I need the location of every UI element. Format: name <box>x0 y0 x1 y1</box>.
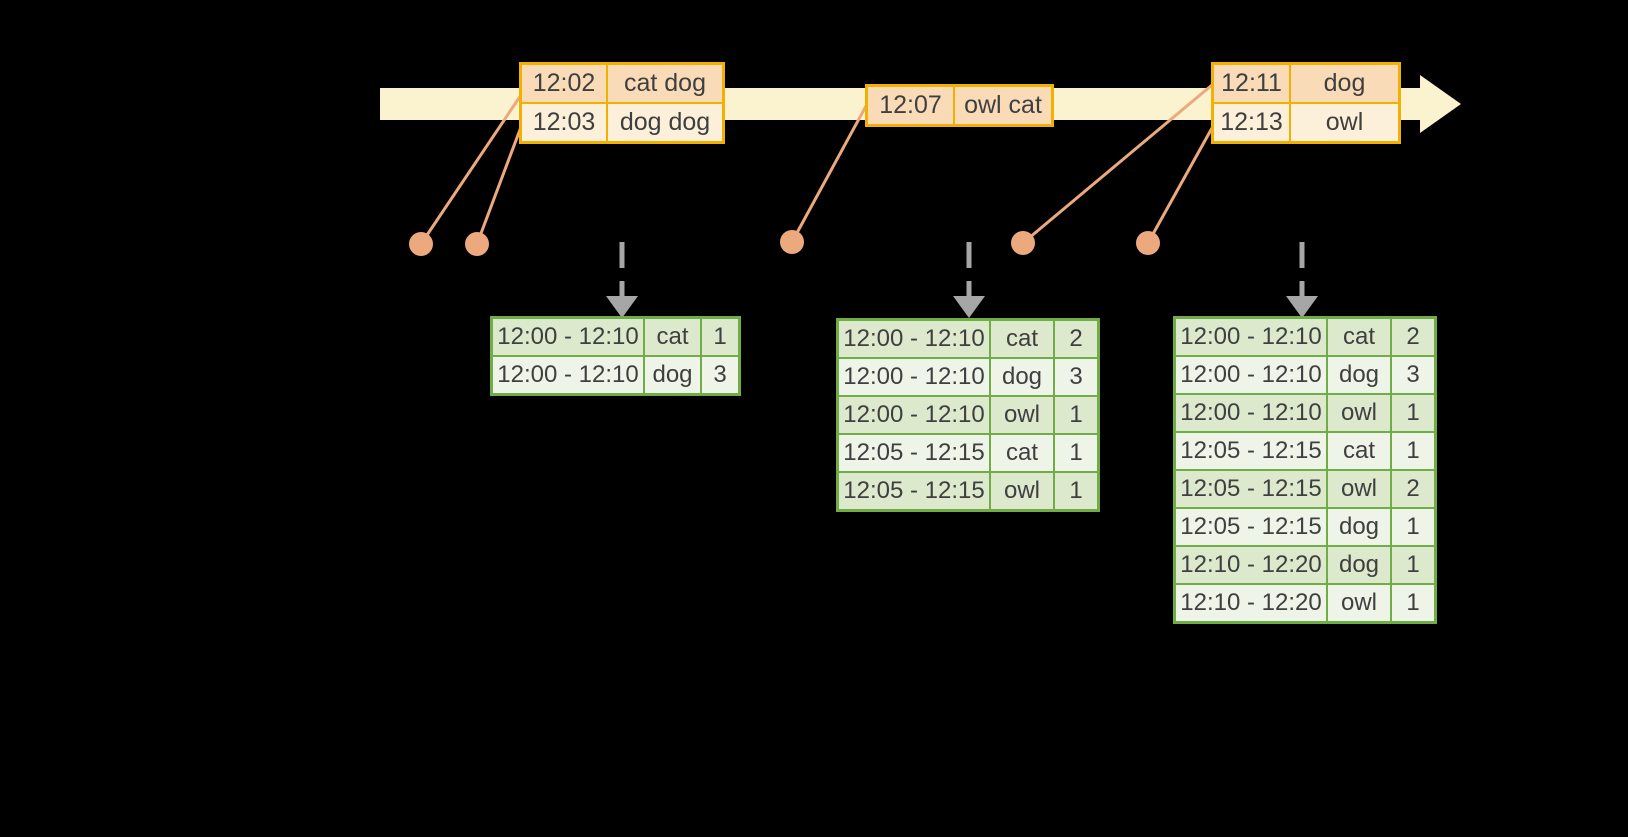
result-window: 12:10 - 12:20 <box>1176 547 1326 583</box>
event-words: dog dog <box>608 104 722 141</box>
result-window: 12:05 - 12:15 <box>839 435 989 471</box>
result-table-1: 12:00 - 12:10 cat 1 12:00 - 12:10 dog 3 <box>490 316 741 396</box>
event-connector-line <box>790 105 868 243</box>
result-word: dog <box>991 359 1053 395</box>
result-count: 1 <box>1392 395 1434 431</box>
event-time: 12:07 <box>868 87 953 124</box>
event-row: 12:03 dog dog <box>522 104 722 141</box>
result-count: 2 <box>1392 319 1434 355</box>
result-count: 1 <box>702 319 738 355</box>
trigger-arrow-head-icon <box>606 296 638 318</box>
result-window: 12:00 - 12:10 <box>493 357 643 393</box>
result-word: cat <box>991 321 1053 357</box>
result-window: 12:05 - 12:15 <box>1176 509 1326 545</box>
result-window: 12:05 - 12:15 <box>839 473 989 509</box>
result-row: 12:05 - 12:15 cat 1 <box>839 435 1097 471</box>
event-dot <box>780 230 804 254</box>
result-count: 1 <box>1055 435 1097 471</box>
event-connector-line <box>1022 83 1213 245</box>
result-word: dog <box>1328 509 1390 545</box>
event-connector-line <box>475 126 523 245</box>
event-words: dog <box>1291 65 1398 102</box>
result-word: dog <box>1328 547 1390 583</box>
result-count: 1 <box>1055 473 1097 509</box>
result-word: owl <box>991 473 1053 509</box>
result-row: 12:00 - 12:10 dog 3 <box>1176 357 1434 393</box>
result-count: 1 <box>1392 585 1434 621</box>
trigger-arrow-head-icon <box>953 296 985 318</box>
result-row: 12:05 - 12:15 owl 2 <box>1176 471 1434 507</box>
result-count: 1 <box>1392 547 1434 583</box>
result-word: dog <box>645 357 700 393</box>
result-row: 12:10 - 12:20 dog 1 <box>1176 547 1434 583</box>
event-table-1207: 12:07 owl cat <box>865 84 1054 127</box>
result-window: 12:05 - 12:15 <box>1176 471 1326 507</box>
result-row: 12:00 - 12:10 cat 1 <box>493 319 738 355</box>
result-word: owl <box>1328 585 1390 621</box>
result-count: 1 <box>1055 397 1097 433</box>
result-row: 12:00 - 12:10 dog 3 <box>839 359 1097 395</box>
event-words: owl cat <box>955 87 1051 124</box>
result-row: 12:05 - 12:15 owl 1 <box>839 473 1097 509</box>
result-row: 12:05 - 12:15 cat 1 <box>1176 433 1434 469</box>
result-window: 12:00 - 12:10 <box>839 359 989 395</box>
result-table-2: 12:00 - 12:10 cat 2 12:00 - 12:10 dog 3 … <box>836 318 1100 512</box>
result-window: 12:10 - 12:20 <box>1176 585 1326 621</box>
result-word: owl <box>991 397 1053 433</box>
result-window: 12:00 - 12:10 <box>839 321 989 357</box>
timeline-arrowhead-icon <box>1420 75 1461 133</box>
result-count: 2 <box>1392 471 1434 507</box>
result-word: cat <box>645 319 700 355</box>
event-table-1211: 12:11 dog 12:13 owl <box>1211 62 1401 144</box>
result-row: 12:00 - 12:10 cat 2 <box>1176 319 1434 355</box>
event-time: 12:11 <box>1214 65 1289 102</box>
event-dot <box>465 232 489 256</box>
event-dot <box>1011 231 1035 255</box>
result-row: 12:10 - 12:20 owl 1 <box>1176 585 1434 621</box>
event-time: 12:02 <box>522 65 606 102</box>
event-words: cat dog <box>608 65 722 102</box>
event-row: 12:02 cat dog <box>522 65 722 102</box>
result-row: 12:00 - 12:10 owl 1 <box>1176 395 1434 431</box>
result-window: 12:00 - 12:10 <box>1176 357 1326 393</box>
result-row: 12:05 - 12:15 dog 1 <box>1176 509 1434 545</box>
result-row: 12:00 - 12:10 dog 3 <box>493 357 738 393</box>
event-table-1202: 12:02 cat dog 12:03 dog dog <box>519 62 725 144</box>
result-word: dog <box>1328 357 1390 393</box>
result-word: cat <box>1328 319 1390 355</box>
result-count: 1 <box>1392 509 1434 545</box>
event-row: 12:13 owl <box>1214 104 1398 141</box>
result-window: 12:05 - 12:15 <box>1176 433 1326 469</box>
result-word: owl <box>1328 395 1390 431</box>
event-row: 12:07 owl cat <box>868 87 1051 124</box>
result-table-3: 12:00 - 12:10 cat 2 12:00 - 12:10 dog 3 … <box>1173 316 1437 624</box>
event-dot <box>409 232 433 256</box>
result-count: 3 <box>1055 359 1097 395</box>
trigger-arrow-head-icon <box>1286 296 1318 318</box>
event-connector-line <box>419 94 523 245</box>
result-window: 12:00 - 12:10 <box>839 397 989 433</box>
result-count: 1 <box>1392 433 1434 469</box>
result-count: 3 <box>702 357 738 393</box>
result-word: cat <box>991 435 1053 471</box>
result-window: 12:00 - 12:10 <box>493 319 643 355</box>
result-count: 3 <box>1392 357 1434 393</box>
event-dot <box>1136 231 1160 255</box>
event-time: 12:13 <box>1214 104 1289 141</box>
event-row: 12:11 dog <box>1214 65 1398 102</box>
result-word: cat <box>1328 433 1390 469</box>
result-word: owl <box>1328 471 1390 507</box>
result-window: 12:00 - 12:10 <box>1176 395 1326 431</box>
result-window: 12:00 - 12:10 <box>1176 319 1326 355</box>
event-words: owl <box>1291 104 1398 141</box>
result-count: 2 <box>1055 321 1097 357</box>
event-time: 12:03 <box>522 104 606 141</box>
result-row: 12:00 - 12:10 owl 1 <box>839 397 1097 433</box>
result-row: 12:00 - 12:10 cat 2 <box>839 321 1097 357</box>
event-connector-line <box>1146 127 1214 244</box>
